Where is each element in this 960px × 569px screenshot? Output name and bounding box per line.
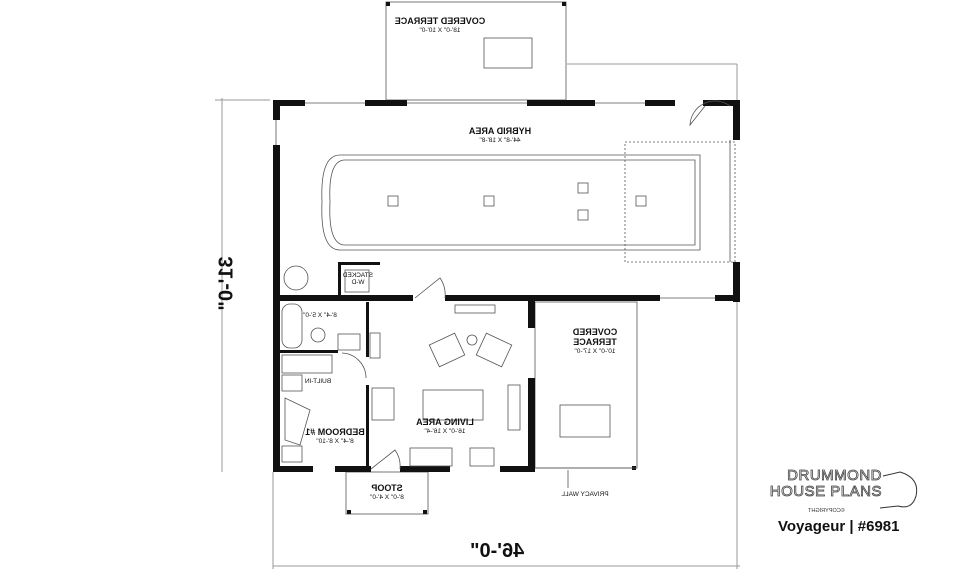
label-privacy-wall: PRIVACY WALL (561, 491, 609, 498)
room-label-laundry: STACKED W-D (342, 272, 373, 287)
exterior-walls (273, 100, 740, 472)
room-label-built-in: BUILT-IN (304, 378, 332, 385)
logo-mark (879, 471, 918, 509)
dimension-depth: 31'-0" (215, 256, 238, 311)
covered-terrace-top (385, 1, 567, 101)
room-label-bathroom: 8'-4" X 5'-0" (303, 312, 337, 319)
dimension-width: 46'-0" (470, 540, 525, 562)
stoop (345, 471, 429, 515)
copyright: ©COPYRIGHT (808, 508, 845, 514)
plan-name: Voyageur | #6981 (778, 518, 900, 535)
vehicle-outline (321, 141, 736, 263)
